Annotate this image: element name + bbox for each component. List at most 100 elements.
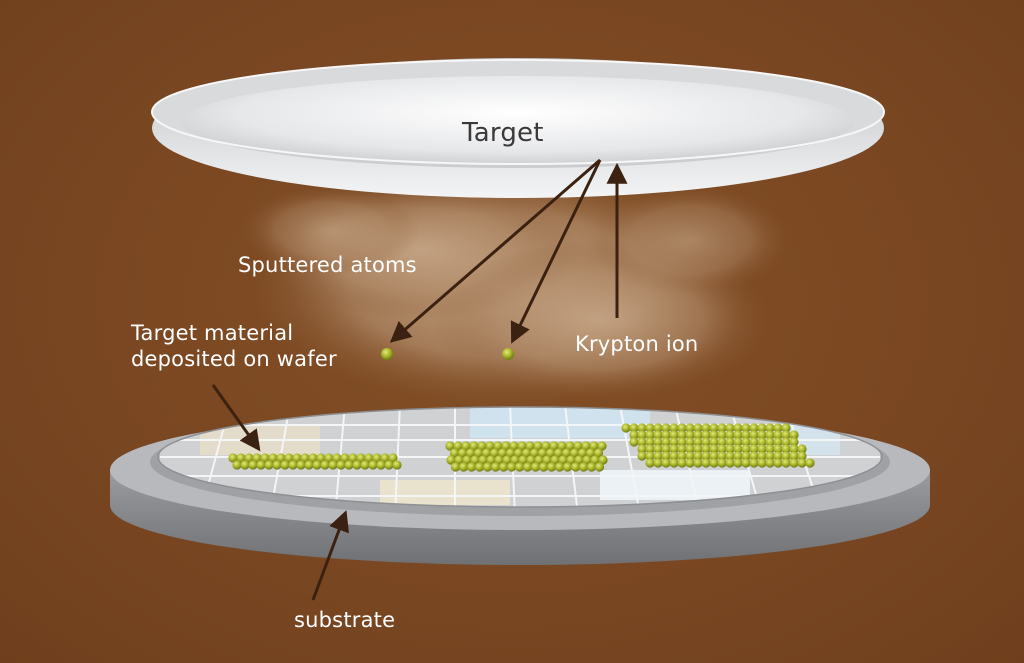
deposited-atom — [582, 455, 592, 465]
deposited-atom — [376, 460, 386, 470]
deposited-atom — [513, 448, 524, 458]
deposited-atom — [348, 453, 358, 463]
deposited-atom — [578, 462, 589, 472]
deposited-atom — [232, 460, 242, 470]
label-substrate: substrate — [294, 608, 396, 632]
deposited-atom — [781, 430, 791, 440]
deposited-atom — [486, 455, 496, 465]
label-target: Target — [462, 118, 544, 148]
deposited-atom — [653, 430, 663, 440]
deposited-atom — [570, 462, 581, 472]
deposited-atom — [485, 441, 495, 451]
deposited-atom — [661, 430, 671, 440]
deposited-atom — [725, 451, 735, 461]
deposited-atom — [757, 437, 767, 447]
deposited-atom — [461, 441, 471, 451]
deposited-atom — [653, 437, 663, 447]
deposited-atom — [733, 423, 743, 433]
deposited-atom — [709, 423, 719, 433]
deposited-atom — [725, 423, 735, 433]
deposited-atom — [565, 441, 575, 451]
deposited-atom — [741, 423, 751, 433]
deposited-atom — [661, 444, 671, 454]
deposited-atom — [446, 455, 456, 465]
deposited-atom — [661, 423, 671, 433]
deposited-atom — [645, 458, 655, 468]
deposited-atom — [236, 453, 246, 463]
deposited-atom — [797, 444, 807, 454]
deposited-atom — [569, 448, 580, 458]
deposited-atom — [542, 455, 552, 465]
deposited-atom — [546, 462, 557, 472]
deposited-atom — [360, 460, 370, 470]
deposited-atom — [562, 462, 573, 472]
deposited-atom — [264, 460, 274, 470]
deposited-atom — [517, 441, 527, 451]
deposited-atom — [537, 448, 548, 458]
deposited-atom — [773, 437, 783, 447]
deposited-atom — [506, 462, 517, 472]
deposited-atom — [304, 460, 314, 470]
deposited-atom — [577, 448, 588, 458]
deposited-atom — [598, 455, 608, 465]
deposited-atom — [324, 453, 334, 463]
deposited-atom — [268, 453, 278, 463]
deposited-atom — [789, 451, 799, 461]
deposited-atom — [280, 460, 290, 470]
deposited-atom — [549, 441, 559, 451]
deposited-atom — [561, 448, 572, 458]
deposited-atom — [372, 453, 382, 463]
deposited-atom — [717, 451, 727, 461]
deposited-atom — [693, 423, 703, 433]
deposited-atom — [757, 430, 767, 440]
deposited-atom — [717, 423, 727, 433]
deposited-atom — [773, 458, 783, 468]
deposited-atom — [489, 448, 500, 458]
deposited-atom — [594, 462, 605, 472]
deposited-atom — [462, 455, 472, 465]
deposited-atom — [693, 458, 703, 468]
deposited-atom — [388, 453, 398, 463]
deposited-atom — [494, 455, 504, 465]
deposited-atom — [701, 458, 711, 468]
deposited-atom — [701, 423, 711, 433]
deposited-atom — [505, 448, 516, 458]
deposited-atom — [557, 441, 567, 451]
deposited-atom — [244, 453, 254, 463]
deposited-atom — [709, 458, 719, 468]
deposited-atom — [717, 430, 727, 440]
deposited-atom — [709, 437, 719, 447]
deposited-atom — [653, 444, 663, 454]
deposited-atom — [530, 462, 541, 472]
deposited-atom — [522, 462, 533, 472]
deposited-atom — [586, 462, 597, 472]
deposited-atom — [590, 455, 600, 465]
deposited-atom — [805, 458, 815, 468]
deposited-atom — [392, 460, 402, 470]
deposited-atom — [481, 448, 492, 458]
deposited-atom — [384, 460, 394, 470]
deposited-atom — [458, 462, 469, 472]
deposited-atom — [526, 455, 536, 465]
deposited-atom — [757, 423, 767, 433]
arrow-sputter-left — [389, 158, 601, 343]
deposited-atom — [320, 460, 330, 470]
deposited-atom — [725, 430, 735, 440]
deposited-atom — [741, 444, 751, 454]
deposited-atom — [781, 423, 791, 433]
deposited-atom — [292, 453, 302, 463]
deposited-atom — [781, 444, 791, 454]
deposited-atom — [256, 460, 266, 470]
label-krypton-ion: Krypton ion — [575, 332, 699, 356]
deposited-atom — [685, 437, 695, 447]
deposited-atom — [693, 430, 703, 440]
deposited-atom — [574, 455, 584, 465]
deposited-atom — [749, 437, 759, 447]
deposited-atom — [478, 455, 488, 465]
deposited-atom — [677, 423, 687, 433]
deposited-atom — [797, 458, 807, 468]
deposited-atom — [454, 455, 464, 465]
deposited-atom — [733, 451, 743, 461]
